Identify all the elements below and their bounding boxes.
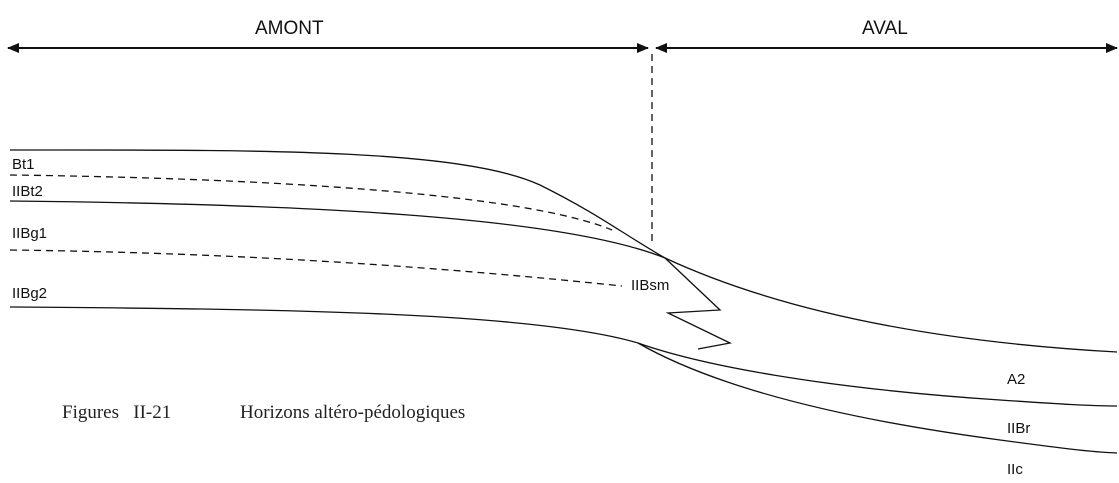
horizon-label-iibt2: IIBt2: [12, 183, 43, 200]
iibsm-tongue: [664, 257, 733, 350]
caption-number: Figures II-21: [62, 402, 171, 423]
horizon-label-iic: IIc: [1007, 461, 1023, 478]
iibg1-lower-boundary: [9, 249, 623, 287]
horizon-label-iibg2: IIBg2: [12, 285, 47, 302]
iibg2-lower-boundary: [9, 306, 1118, 407]
horizon-label-bt1: Bt1: [12, 156, 35, 173]
iibt2-lower-boundary: [9, 200, 1118, 353]
horizon-label-iibg1: IIBg1: [12, 225, 47, 242]
downslope-label: AVAL: [862, 18, 908, 39]
iibr-lower-boundary: [637, 342, 1118, 454]
horizon-label-iibr: IIBr: [1007, 420, 1030, 437]
horizon-label-iibsm: IIBsm: [631, 277, 669, 294]
surface-line: [9, 149, 666, 259]
upslope-label: AMONT: [255, 18, 324, 39]
horizon-label-a2: A2: [1007, 371, 1025, 388]
caption-title: Horizons altéro-pédologiques: [240, 402, 465, 423]
bt1-lower-boundary: [9, 174, 613, 231]
figure-caption: Figures II-21 Horizons altéro-pédologiqu…: [62, 402, 465, 423]
